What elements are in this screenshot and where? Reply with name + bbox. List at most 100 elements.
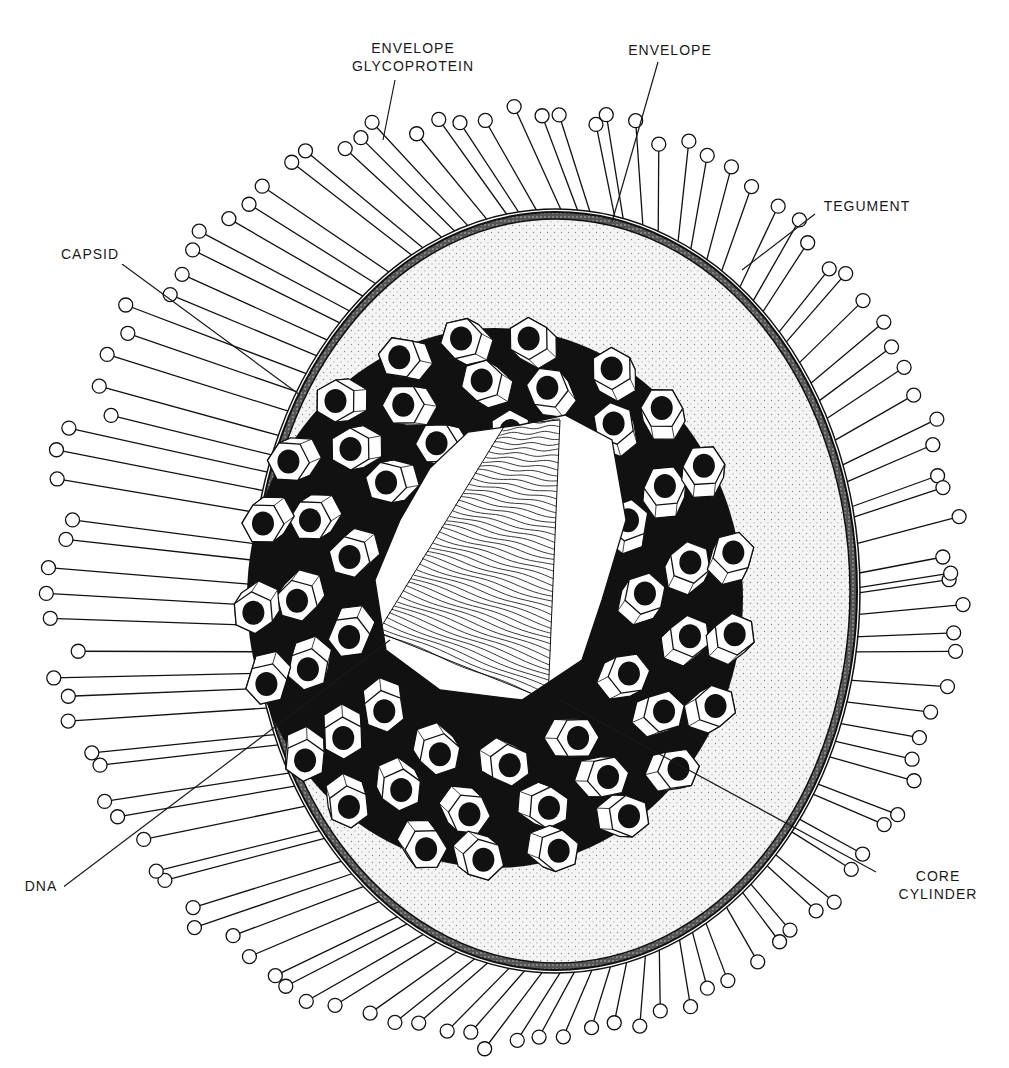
spike-knob [877, 818, 891, 832]
spike-knob [222, 212, 236, 226]
spike-stalk [825, 367, 905, 420]
spike-knob [956, 598, 970, 612]
capsomer [376, 757, 420, 811]
spike-stalk [658, 144, 660, 234]
spike-stalk [765, 864, 816, 911]
spike-knob [104, 408, 118, 422]
spike-knob [453, 116, 467, 130]
spike-stalk [165, 838, 328, 881]
spike-knob [700, 148, 714, 162]
spike-stalk [690, 155, 707, 251]
spike-knob [49, 443, 63, 457]
spike-stalk [857, 580, 949, 593]
part-label: TEGUMENT [818, 196, 916, 216]
spike-stalk [840, 419, 937, 466]
spike-stalk [857, 557, 943, 573]
spike-stalk [69, 428, 270, 473]
spike-stalk [789, 830, 851, 869]
spike-knob [912, 731, 926, 745]
capsomer [366, 460, 420, 503]
leader-line [612, 62, 658, 222]
spike-knob [856, 294, 870, 308]
spike-knob [410, 127, 424, 141]
spike-stalk [606, 115, 623, 222]
spike-knob [39, 586, 53, 600]
spike-knob [285, 155, 299, 169]
spike-knob [607, 1016, 621, 1030]
capsomer [643, 467, 686, 518]
spike-stalk [838, 723, 919, 738]
spike-stalk [797, 301, 863, 365]
spike-knob [363, 1006, 377, 1020]
spike-knob [186, 901, 200, 915]
spike-stalk [856, 605, 963, 615]
capsomer [527, 825, 578, 871]
spike-knob [682, 134, 696, 148]
part-label: CAPSID [52, 244, 128, 264]
spike-knob [885, 340, 899, 354]
spike-stalk [659, 947, 660, 1011]
capsomer [574, 757, 628, 797]
spike-knob [192, 224, 206, 238]
spike-stalk [233, 885, 366, 935]
capsomer [379, 338, 433, 380]
spike-stalk [614, 959, 627, 1023]
capsomer [645, 749, 699, 791]
spike-knob [936, 481, 950, 495]
capsomer [510, 318, 556, 369]
spike-knob [100, 347, 114, 361]
spike-knob [98, 794, 112, 808]
spike-stalk [739, 206, 779, 290]
spike-knob [478, 1042, 492, 1056]
spike-knob [510, 1033, 524, 1047]
spike-stalk [100, 745, 281, 766]
spike-stalk [156, 830, 322, 871]
spike-knob [388, 1015, 402, 1029]
spike-knob [844, 862, 858, 876]
spike-stalk [827, 756, 914, 781]
capsomer [267, 438, 321, 481]
spike-stalk [855, 517, 959, 545]
spike-stalk [678, 141, 689, 244]
core-cylinder [378, 420, 560, 700]
leader-line [383, 80, 395, 140]
spike-stalk [275, 915, 400, 975]
spike-knob [949, 644, 963, 658]
spike-knob [684, 1000, 698, 1014]
capsomer [277, 570, 325, 621]
spike-knob [783, 923, 797, 937]
spike-stalk [853, 651, 955, 653]
spike-knob [926, 438, 940, 452]
spike-knob [299, 994, 313, 1008]
spike-knob [907, 388, 921, 402]
capsomer [641, 390, 685, 439]
spike-knob [773, 935, 787, 949]
capsomer [597, 654, 650, 699]
leader-line [742, 214, 815, 270]
capsid [234, 318, 754, 881]
capsomer [596, 795, 648, 837]
capsomer [441, 319, 493, 365]
spike-stalk [559, 115, 591, 215]
spike-knob [552, 108, 566, 122]
spike-knob [827, 895, 841, 909]
spike-knob [298, 144, 312, 158]
spike-knob [43, 611, 57, 625]
capsomer [665, 542, 710, 595]
capsomer [632, 691, 684, 737]
spike-stalk [811, 793, 884, 824]
core-cavity [375, 415, 626, 700]
spike-knob [944, 566, 958, 580]
capsomer [413, 723, 460, 775]
spike-stalk [679, 937, 691, 1007]
capsomer [317, 379, 367, 422]
leader-line [560, 700, 876, 872]
spike-knob [532, 1030, 546, 1044]
spike-knob [771, 199, 785, 213]
spike-stalk [809, 322, 884, 385]
spike-knob [365, 115, 379, 129]
capsomer [382, 386, 437, 425]
spike-stalk [111, 415, 275, 455]
spike-knob [924, 705, 938, 719]
